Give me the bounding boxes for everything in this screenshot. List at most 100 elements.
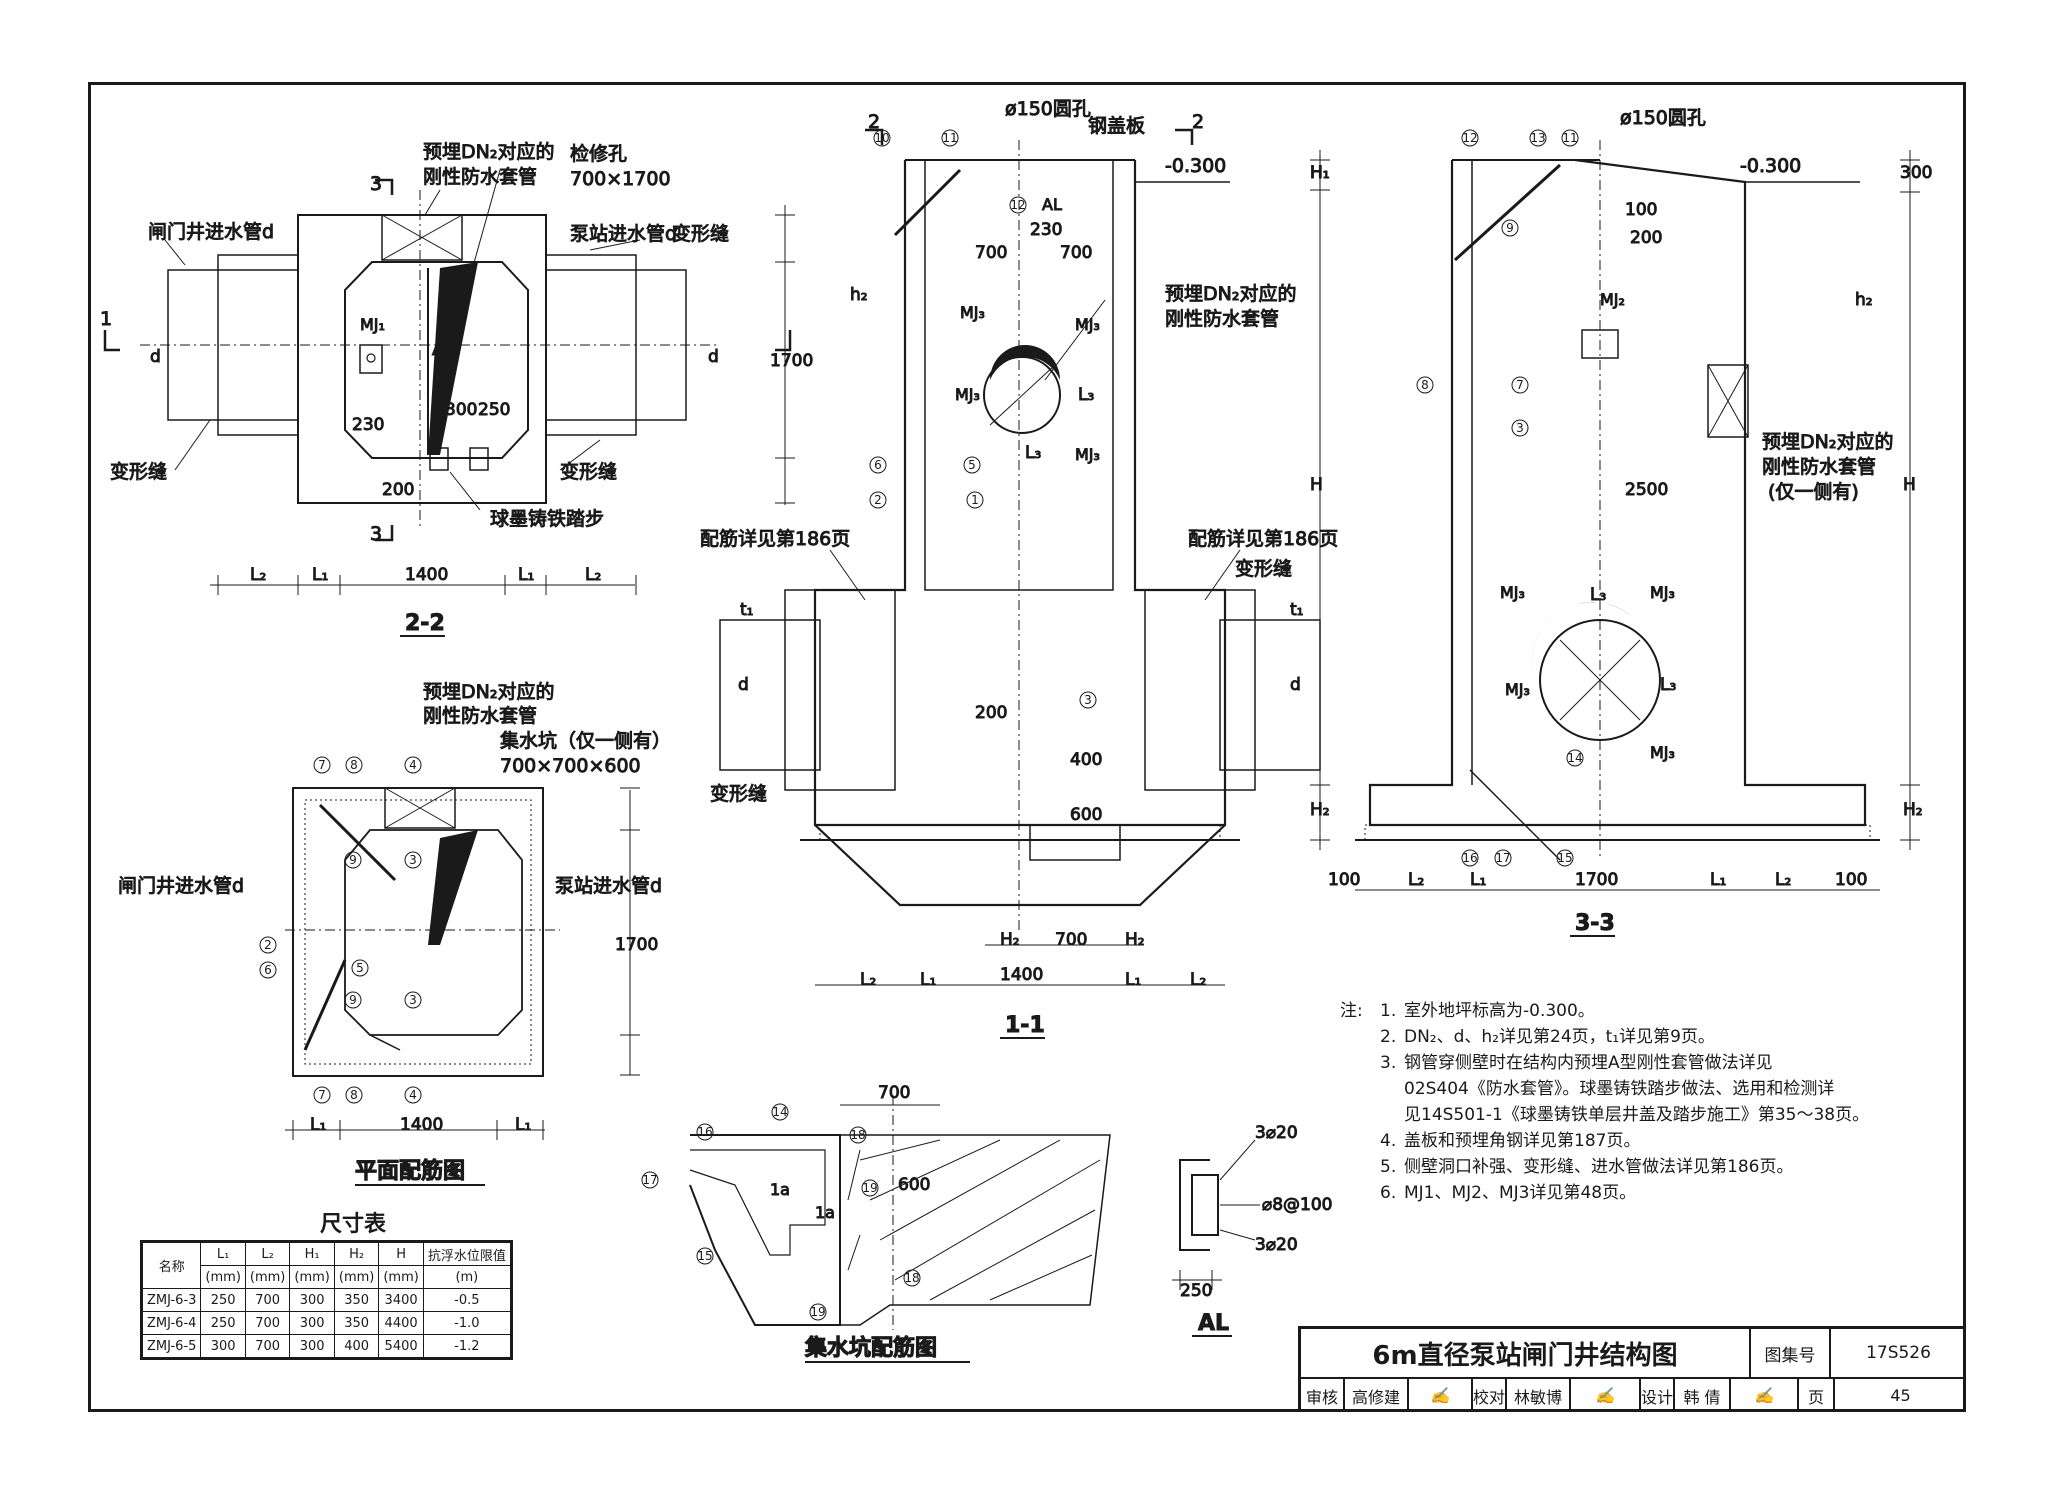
sleeve-note-33c: (仅一侧有)	[1768, 481, 1859, 503]
atlas-label: 图集号	[1751, 1329, 1831, 1379]
joint-label-11: 变形缝	[1235, 558, 1292, 580]
header-L2: L₂	[244, 1241, 291, 1266]
rebar-note-left: 配筋详见第186页	[700, 528, 850, 550]
dim-h2-33: h₂	[1855, 290, 1873, 310]
dim-700-c: 700	[1055, 930, 1087, 950]
svg-text:11: 11	[942, 131, 957, 145]
mj3-33b: MJ₃	[1650, 583, 1675, 602]
la-label-1: 1a	[770, 1180, 790, 1199]
table-row: ZMJ-6-3 250 700 300 350 3400 -0.5	[140, 1288, 512, 1312]
dim-L1-33a: L₁	[1470, 870, 1486, 890]
inlet-gate-plan: 闸门井进水管d	[118, 875, 244, 897]
hatch-size: 700×1700	[570, 168, 671, 190]
al-stirrup: ⌀8@100	[1262, 1195, 1333, 1215]
svg-text:4: 4	[409, 758, 417, 772]
joint-right-label: 变形缝	[560, 461, 617, 483]
dim-230-11: 230	[1030, 220, 1062, 240]
svg-text:19: 19	[862, 1181, 877, 1195]
dim-H2-11: H₂	[1310, 800, 1330, 820]
inlet-pump-label: 泵站进水管d	[570, 223, 677, 245]
table-cell: ZMJ-6-5	[140, 1334, 202, 1359]
dim-1400-plan: 1400	[400, 1115, 443, 1135]
svg-text:2: 2	[264, 938, 272, 952]
design-signature: ✍	[1731, 1379, 1799, 1412]
mj3-33d: MJ₃	[1650, 743, 1675, 762]
note-4: 盖板和预埋角钢详见第187页。	[1404, 1131, 1641, 1151]
note-5: 侧壁洞口补强、变形缝、进水管做法详见第186页。	[1404, 1157, 1794, 1177]
dim-L2-33b: L₂	[1775, 870, 1791, 890]
dim-t1-11b: t₁	[1290, 600, 1303, 620]
table-cell: 700	[244, 1311, 291, 1335]
caption-3-3: 3-3	[1575, 911, 1615, 936]
review-signature: ✍	[1409, 1379, 1473, 1412]
table-cell: ZMJ-6-3	[140, 1288, 202, 1312]
sleeve-note-33b: 刚性防水套管	[1762, 456, 1876, 478]
inlet-gate-label: 闸门井进水管d	[148, 221, 274, 243]
svg-text:8: 8	[350, 758, 358, 772]
dim-250: 250	[478, 400, 510, 420]
al-bot-bars: 3⌀20	[1255, 1235, 1298, 1255]
table-cell: -1.2	[422, 1334, 512, 1359]
table-cell: -0.5	[422, 1288, 512, 1312]
mj3-33c: MJ₃	[1505, 680, 1530, 699]
note-6: MJ1、MJ2、MJ3详见第48页。	[1404, 1183, 1637, 1203]
inlet-pump-plan: 泵站进水管d	[555, 875, 662, 897]
table-unit-row: (mm) (mm) (mm) (mm) (mm) (m)	[142, 1265, 512, 1289]
table-cell: 5400	[378, 1334, 424, 1359]
mj3-label-c: MJ₃	[955, 385, 980, 404]
dim-table-title: 尺寸表	[320, 1212, 387, 1237]
check-label: 校对	[1473, 1379, 1507, 1412]
note-3: 钢管穿侧壁时在结构内预埋A型刚性套管做法详见	[1404, 1053, 1773, 1073]
rebar-tags-sump: 16 14 18 17 15 19 18 19	[641, 1103, 921, 1321]
sheet-title: 6m直径泵站闸门井结构图	[1301, 1329, 1751, 1379]
sump-rebar	[689, 1095, 1111, 1330]
dim-700-sump: 700	[878, 1083, 910, 1103]
table-cell: 3400	[378, 1288, 424, 1312]
dim-L3-11b: L₃	[1025, 443, 1041, 463]
note-1: 室外地坪标高为-0.300。	[1404, 1001, 1595, 1021]
dim-L3-33b: L₃	[1660, 675, 1676, 695]
mj3-label-d: MJ₃	[1075, 445, 1100, 464]
table-header-row: 名称 L₁ L₂ H₁ H₂ H 抗浮水位限值	[140, 1241, 512, 1289]
table-row: ZMJ-6-4 250 700 300 350 4400 -1.0	[140, 1311, 512, 1335]
elev-label-33: -0.300	[1740, 155, 1801, 177]
dim-t1-11a: t₁	[740, 600, 753, 620]
hole-label-11: ø150圆孔	[1005, 98, 1091, 120]
svg-text:1: 1	[971, 493, 979, 507]
svg-text:13: 13	[1530, 131, 1545, 145]
hatch-label: 检修孔	[570, 143, 627, 165]
dim-100-33: 100	[1625, 200, 1657, 220]
al-label: AL	[432, 340, 452, 359]
sleeve-note-33a: 预埋DN₂对应的	[1762, 431, 1893, 453]
table-cell: 350	[333, 1288, 380, 1312]
dim-L2-a: L₂	[250, 565, 266, 585]
svg-text:8: 8	[1421, 378, 1429, 392]
sleeve-note-plan-b: 刚性防水套管	[423, 705, 537, 727]
dim-d-11b: d	[1290, 675, 1301, 695]
rebar-tags-11: 10 11 12 6 5 2 1 3	[869, 129, 1097, 709]
sleeve-note-11a: 预埋DN₂对应的	[1165, 283, 1296, 305]
mj3-33a: MJ₃	[1500, 583, 1525, 602]
header-H2: H₂	[333, 1241, 380, 1266]
notes: 注:1.室外地坪标高为-0.300。 2.DN₂、d、h₂详见第24页，t₁详见…	[1340, 998, 1960, 1206]
dim-2500: 2500	[1625, 480, 1668, 500]
al-label-11: AL	[1042, 195, 1062, 214]
svg-text:18: 18	[850, 1128, 865, 1142]
svg-text:19: 19	[810, 1305, 825, 1319]
svg-text:9: 9	[349, 853, 357, 867]
svg-text:7: 7	[1516, 378, 1524, 392]
dim-L1-33b: L₁	[1710, 870, 1726, 890]
svg-text:7: 7	[318, 758, 326, 772]
cover-label: 钢盖板	[1088, 115, 1145, 137]
design-label: 设计	[1641, 1379, 1675, 1412]
dim-1700-plan: 1700	[615, 935, 658, 955]
design-name: 韩 倩	[1675, 1379, 1731, 1412]
table-cell: 4400	[378, 1311, 424, 1335]
dim-L3-11a: L₃	[1078, 385, 1094, 405]
sleeve-circle-11	[983, 356, 1061, 434]
dim-H2-a: H₂	[1000, 930, 1020, 950]
plan-rebar	[285, 787, 640, 1140]
table-cell: 300	[289, 1288, 335, 1312]
dim-L1-11b: L₁	[1125, 970, 1141, 990]
table-cell: ZMJ-6-4	[140, 1311, 202, 1335]
